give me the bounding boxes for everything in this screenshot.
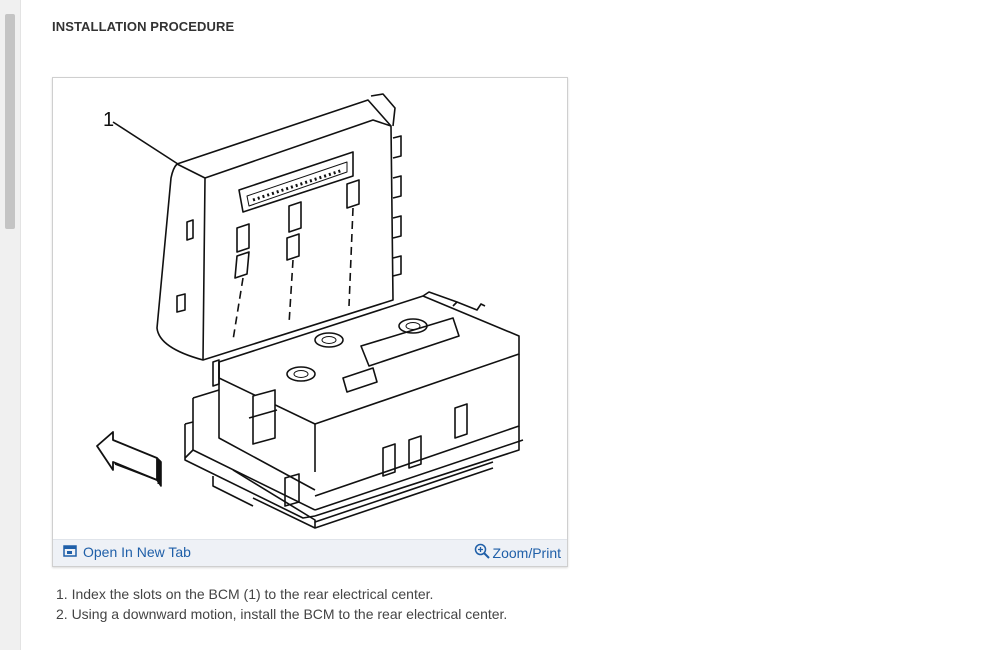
step-2: 2. Using a downward motion, install the … <box>56 606 508 622</box>
open-in-new-tab-link[interactable]: Open In New Tab <box>63 544 191 560</box>
procedure-steps: 1. Index the slots on the BCM (1) to the… <box>56 584 507 624</box>
scrollbar-thumb[interactable] <box>5 14 15 229</box>
step-1: 1. Index the slots on the BCM (1) to the… <box>56 586 434 602</box>
callout-number-1: 1 <box>103 109 114 131</box>
open-in-new-tab-label: Open In New Tab <box>83 544 191 560</box>
open-new-tab-icon <box>63 544 77 560</box>
zoom-icon <box>474 543 490 562</box>
section-title: INSTALLATION PROCEDURE <box>52 19 235 34</box>
zoom-print-link[interactable]: Zoom/Print <box>474 543 561 562</box>
scrollbar[interactable] <box>0 0 21 650</box>
figure-card: 1 Open In New Tab Zoom/Print <box>52 77 568 567</box>
figure-footer: Open In New Tab Zoom/Print <box>53 539 567 566</box>
zoom-print-label: Zoom/Print <box>492 544 561 561</box>
bcm-installation-illustration: 1 <box>53 78 567 538</box>
